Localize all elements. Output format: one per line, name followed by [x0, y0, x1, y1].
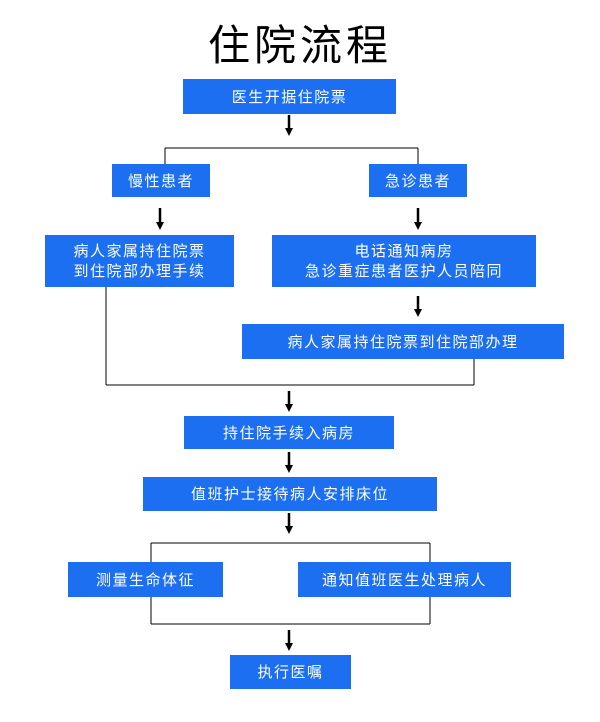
step-chronic-patient: 慢性患者: [112, 164, 210, 197]
step-emergency-family-register: 病人家属持住院票到住院部办理: [242, 324, 564, 359]
step-nurse-arrange-bed: 值班护士接待病人安排床位: [143, 477, 437, 511]
step-measure-vitals: 测量生命体征: [68, 562, 223, 597]
step-chronic-family-register: 病人家属持住院票 到住院部办理手续: [45, 235, 234, 287]
step-notify-doctor: 通知值班医生处理病人: [298, 562, 511, 597]
step-emergency-notify-ward: 电话通知病房 急诊重症患者医护人员陪同: [272, 235, 536, 287]
page-title: 住院流程: [207, 21, 392, 70]
step-doctor-ticket: 医生开据住院票: [183, 79, 396, 114]
step-enter-ward: 持住院手续入病房: [184, 416, 394, 449]
step-execute-orders: 执行医嘱: [230, 655, 351, 689]
step-emergency-patient: 急诊患者: [369, 164, 467, 197]
